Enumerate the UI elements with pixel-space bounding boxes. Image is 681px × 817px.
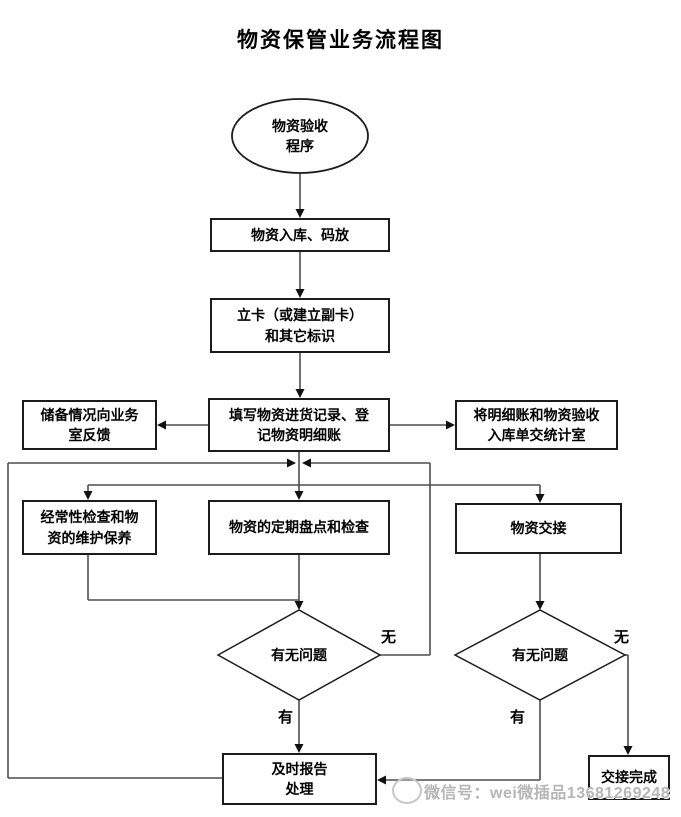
node-handover-label: 物资交接 (510, 520, 567, 537)
node-inventory: 物资的定期盘点和检查 (208, 500, 390, 555)
node-card-line2: 和其它标识 (265, 327, 335, 344)
node-decision-right: 有无问题 (456, 641, 624, 669)
arrow-into-inventory (294, 491, 304, 500)
node-warehouse: 物资入库、码放 (210, 218, 390, 252)
node-inventory-label: 物资的定期盘点和检查 (229, 519, 369, 536)
node-maintain: 经常性检查和物 资的维护保养 (22, 500, 157, 555)
arrow-into-report-right (377, 775, 386, 785)
arrow-into-feedback (157, 420, 166, 430)
node-record-line2: 记物资明细账 (257, 427, 341, 443)
branch-no-left: 无 (381, 629, 397, 646)
node-record: 填写物资进货记录、登 记物资明细账 (208, 398, 390, 452)
arrow-into-done (623, 746, 633, 755)
arrow-junction-fromleft (287, 458, 296, 468)
branch-yes-right: 有 (510, 709, 526, 726)
arrow-into-decisionright (535, 601, 545, 610)
start-ellipse-shape (231, 98, 369, 174)
node-feedback-line1: 储备情况向业务 (40, 406, 139, 423)
decision-right-label: 有无问题 (512, 646, 568, 663)
node-decision-left: 有无问题 (219, 641, 379, 669)
watermark-text: 微信号：wei微插品13681269248 (424, 785, 671, 802)
node-handover: 物资交接 (455, 503, 622, 554)
decision-right-shape (453, 609, 627, 701)
arrowheads (83, 209, 633, 785)
arrow-into-decisionleft (294, 601, 304, 610)
arrow-into-handover (535, 494, 545, 503)
node-start-line2: 程序 (286, 138, 314, 154)
node-maintain-line1: 经常性检查和物 (40, 509, 139, 526)
node-feedback: 储备情况向业务 室反馈 (22, 400, 157, 450)
branch-no-right: 无 (614, 629, 630, 646)
node-card-line1: 立卡（或建立副卡） (237, 307, 363, 324)
arrow-into-record (295, 389, 305, 398)
node-start-line1: 物资验收 (272, 117, 328, 134)
node-maintain-line2: 资的维护保养 (47, 529, 132, 546)
node-report-line2: 处理 (285, 781, 314, 797)
branch-yes-left: 有 (278, 709, 294, 726)
arrow-into-report-top (294, 744, 304, 753)
node-stats-line1: 将明细账和物资验收 (473, 406, 600, 423)
node-done-label: 交接完成 (601, 769, 657, 786)
node-warehouse-label: 物资入库、码放 (251, 226, 349, 243)
arrow-into-warehouse (295, 209, 305, 218)
wechat-emblem-icon (392, 777, 422, 804)
arrow-junction-fromright (302, 458, 311, 468)
decision-left-label: 有无问题 (271, 646, 327, 663)
node-stats-line2: 入库单交统计室 (487, 427, 586, 443)
page-title: 物资保管业务流程图 (237, 29, 444, 52)
node-record-line1: 填写物资进货记录、登 (229, 406, 369, 423)
node-card: 立卡（或建立副卡） 和其它标识 (210, 298, 390, 353)
node-report-line1: 及时报告 (271, 760, 328, 777)
arrow-into-stats (446, 420, 455, 430)
arrow-into-maintain (83, 491, 93, 500)
node-done: 交接完成 (588, 755, 670, 800)
node-start: 物资验收 程序 (232, 110, 368, 162)
node-stats: 将明细账和物资验收 入库单交统计室 (455, 400, 618, 450)
decision-left-shape (216, 609, 382, 701)
node-feedback-line2: 室反馈 (68, 427, 111, 443)
node-report: 及时报告 处理 (222, 753, 377, 805)
arrow-into-card (295, 289, 305, 298)
